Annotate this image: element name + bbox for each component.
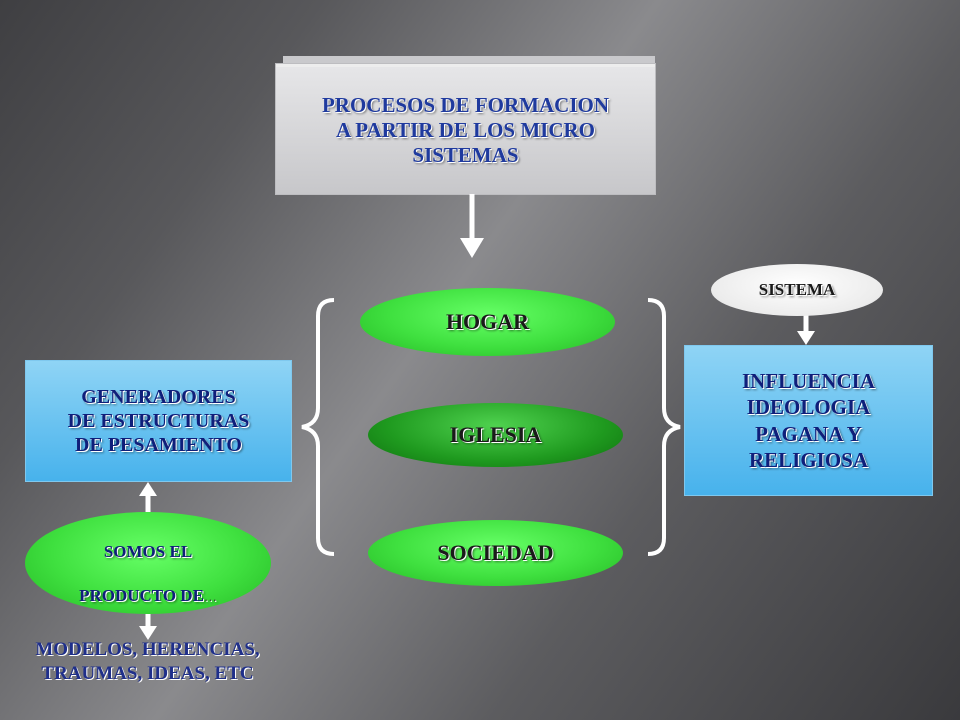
influencia-text: INFLUENCIA IDEOLOGIA PAGANA Y RELIGIOSA [741,369,875,472]
arrow-title-to-hogar-head [460,238,484,258]
sistema-label: SISTEMA [758,280,836,299]
somos-node: SOMOS EL PRODUCTO DE… [25,512,271,614]
title-text: PROCESOS DE FORMACION A PARTIR DE LOS MI… [321,92,610,168]
sociedad-label: SOCIEDAD [437,540,554,565]
left-brace [301,298,335,556]
modelos-text: MODELOS, HERENCIAS, TRAUMAS, IDEAS, ETC [35,639,260,684]
arrow-sistema-to-influencia-head [797,331,815,345]
iglesia-node: IGLESIA [368,403,623,467]
somos-line1: SOMOS EL [103,541,193,561]
influencia-box: INFLUENCIA IDEOLOGIA PAGANA Y RELIGIOSA [684,345,933,496]
generadores-text: GENERADORES DE ESTRUCTURAS DE PESAMIENTO [67,386,250,456]
somos-suffix: … [203,589,217,605]
title-box-shadow [283,56,655,64]
sistema-node: SISTEMA [711,264,883,316]
title-box: PROCESOS DE FORMACION A PARTIR DE LOS MI… [276,64,655,194]
right-brace [647,298,681,556]
generadores-box: GENERADORES DE ESTRUCTURAS DE PESAMIENTO [25,360,292,482]
somos-text: SOMOS EL PRODUCTO DE… [79,519,217,607]
hogar-node: HOGAR [360,288,615,356]
hogar-label: HOGAR [445,309,530,334]
somos-line2: PRODUCTO DE [79,586,204,606]
sociedad-node: SOCIEDAD [368,520,623,586]
iglesia-label: IGLESIA [449,422,542,447]
arrow-somos-to-generadores-head [139,482,157,496]
